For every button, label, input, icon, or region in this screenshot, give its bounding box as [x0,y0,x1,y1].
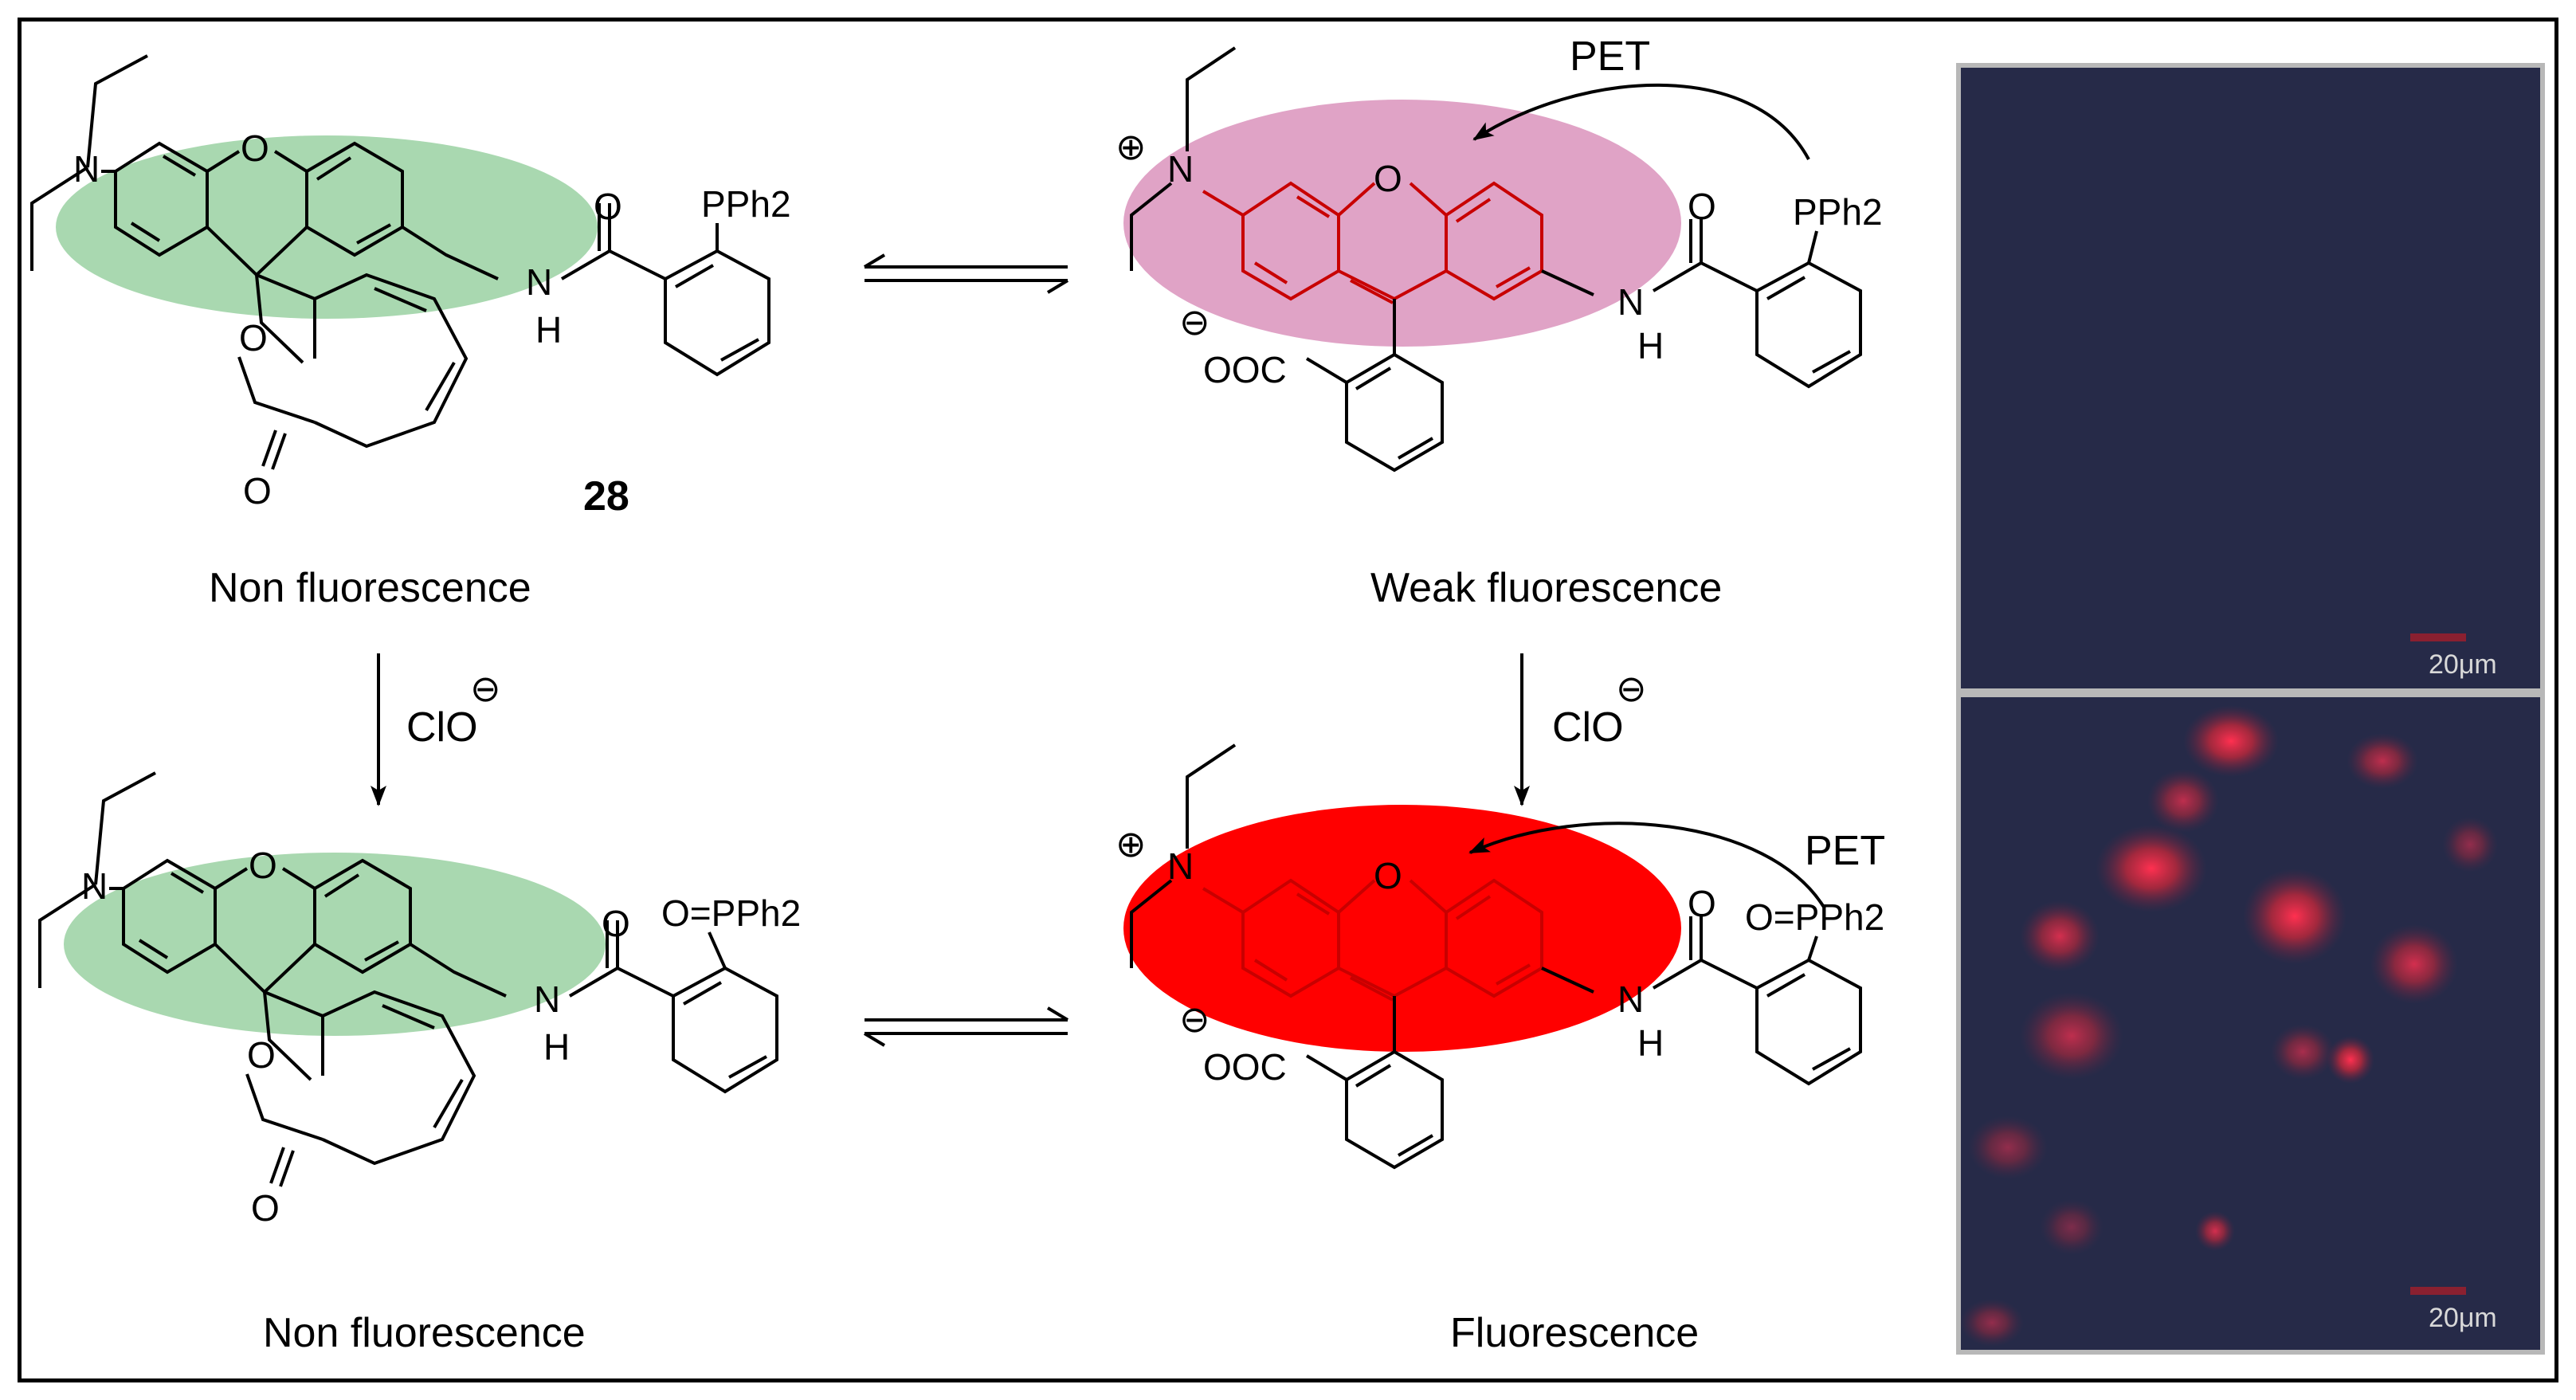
n-amide-atom-3: N [534,978,560,1020]
label-bottom-left: Non fluorescence [263,1310,586,1356]
o-carbonyl-atom-3: O [251,1187,280,1229]
micrograph-top: 20μm [1956,63,2545,693]
n-amide-atom-2: N [1617,281,1644,323]
n-atom: N [73,148,100,190]
n-iminium-atom-2: N [1167,845,1194,887]
pet-label-top: PET [1570,33,1650,80]
h-amide-atom-2: H [1637,325,1664,367]
green-highlight [56,135,598,319]
plus-charge-2: ⊕ [1115,823,1147,865]
minus-charge: ⊖ [1179,301,1210,343]
green-highlight-2 [64,853,606,1036]
minus-charge-3: ⊖ [1179,998,1210,1040]
micrograph-bottom: 20μm [1956,692,2545,1355]
plus-charge: ⊕ [1115,126,1147,167]
o-carbonyl-atom: O [243,470,272,512]
o-bridge-atom-4: O [1374,855,1402,896]
arrow-left-down: ClO ⊖ [371,653,501,806]
oxidized-closed: N O O O N H O O=PPh2 [38,771,801,1229]
equilibrium-arrows-bottom [863,1006,1069,1047]
equilibrium-arrows-top [863,253,1069,294]
compound-28-closed: N O O O N H O [30,54,791,520]
n-amide-atom: N [526,261,552,303]
opph2-label-2: O=PPh2 [1745,896,1884,938]
n-atom-3: N [81,865,108,907]
minus-charge-left: ⊖ [470,668,501,709]
red-highlight [1123,805,1681,1052]
pet-arrow-top [1472,83,1810,160]
ooc-label: OOC [1203,349,1287,390]
label-top-right: Weak fluorescence [1370,565,1722,611]
h-amide-atom-3: H [543,1026,570,1068]
scale-bar-top: 20μm [2429,649,2497,680]
n-amide-atom-4: N [1617,978,1644,1020]
o-bridge-atom: O [241,127,269,169]
minus-charge-right: ⊖ [1616,668,1647,709]
o-lactone-atom-3: O [247,1034,276,1076]
compound-number: 28 [583,473,629,520]
pet-arrow-bottom [1468,822,1826,910]
ooc-label-2: OOC [1203,1046,1287,1088]
o-amide-atom-3: O [602,903,630,944]
reagent-left: ClO [406,704,478,751]
h-amide-atom: H [535,309,562,351]
pph2-label-2: PPh2 [1793,191,1883,233]
open-form-weak: ⊕ N O ⊖ OOC N H O PPh2 [1115,33,1883,473]
pph2-label: PPh2 [701,183,791,225]
opph2-label: O=PPh2 [661,892,801,934]
scale-bar-bottom: 20μm [2429,1303,2497,1333]
o-bridge-atom-2: O [1374,158,1402,199]
pink-highlight [1123,100,1681,347]
reagent-right: ClO [1552,704,1624,751]
o-amide-atom-4: O [1688,883,1716,924]
fluorescent-spots [1960,705,2498,1347]
pet-label-bottom: PET [1805,828,1885,874]
arrow-right-down: ClO ⊖ [1514,653,1647,806]
o-amide-atom-2: O [1688,186,1716,227]
n-iminium-atom: N [1167,148,1194,190]
figure-frame [18,18,2558,1382]
o-bridge-atom-3: O [249,845,277,886]
label-bottom-right: Fluorescence [1450,1310,1699,1356]
h-amide-atom-4: H [1637,1022,1664,1064]
o-amide-atom: O [594,186,622,227]
o-lactone-atom: O [239,317,268,359]
label-top-left: Non fluorescence [209,565,531,611]
open-form-fluorescent: ⊕ N O ⊖ OOC N H O O=PPh2 PET [1115,743,1885,1170]
